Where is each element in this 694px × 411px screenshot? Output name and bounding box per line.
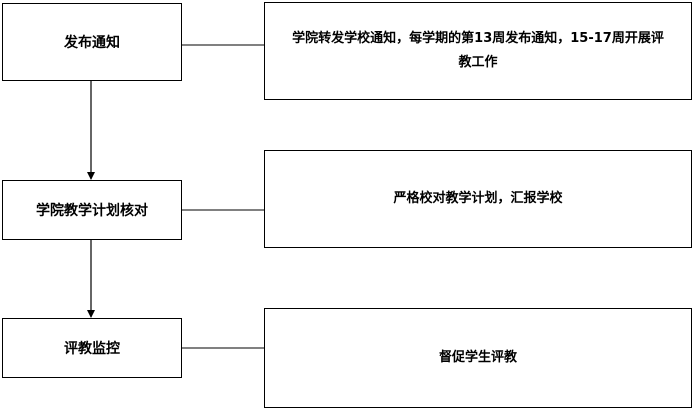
- step-label: 学院教学计划核对: [36, 203, 148, 219]
- step-box-teaching-plan-check: 学院教学计划核对: [2, 180, 182, 240]
- description-box-evaluation-monitoring: 督促学生评教: [264, 308, 692, 408]
- step-description: 学院转发学校通知，每学期的第13周发布通知，15-17周开展评教工作: [292, 31, 664, 70]
- step-box-evaluation-monitoring: 评教监控: [2, 318, 182, 378]
- step-description: 严格校对教学计划，汇报学校: [393, 191, 563, 206]
- step-label: 评教监控: [64, 341, 120, 357]
- step-label: 发布通知: [64, 35, 120, 51]
- description-box-publish-notice: 学院转发学校通知，每学期的第13周发布通知，15-17周开展评教工作: [264, 2, 692, 100]
- step-box-publish-notice: 发布通知: [2, 3, 182, 81]
- step-description: 督促学生评教: [438, 350, 517, 365]
- description-box-teaching-plan-check: 严格校对教学计划，汇报学校: [264, 150, 692, 248]
